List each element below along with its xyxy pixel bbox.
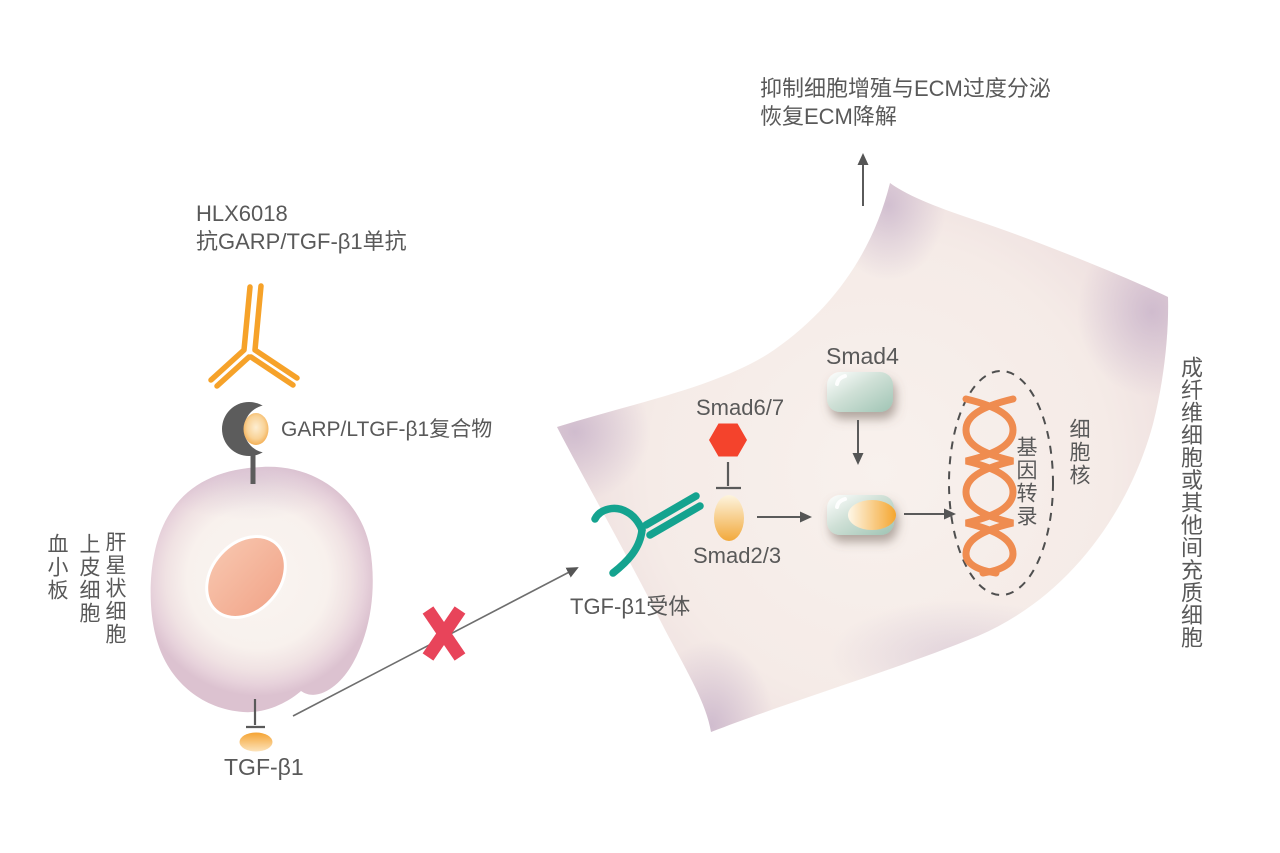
drug-name-label: HLX6018 bbox=[196, 201, 288, 226]
drug-description-label: 抗GARP/TGF-β1单抗 bbox=[196, 229, 407, 254]
tgfb1-ligand-label: TGF-β1 bbox=[224, 754, 304, 780]
tgfb1-ligand-icon bbox=[239, 732, 273, 752]
outcome-label-line1: 抑制细胞增殖与ECM过度分泌 bbox=[760, 76, 1051, 101]
outcome-label-line2: 恢复ECM降解 bbox=[760, 104, 897, 129]
nucleus-label: 细胞核 bbox=[1067, 418, 1090, 487]
source-cell-nucleus bbox=[205, 535, 287, 619]
garp-complex-icon bbox=[222, 402, 292, 484]
tgfb1-receptor-label: TGF-β1受体 bbox=[570, 594, 691, 619]
source-cell-label-platelet: 血小板 bbox=[45, 533, 68, 602]
target-cell-label: 成纤维细胞或其他间充质细胞 bbox=[1178, 356, 1203, 649]
pathway-arrows bbox=[757, 153, 956, 523]
source-cell-label-stellate: 肝星状细胞 bbox=[103, 531, 126, 646]
smad-complex-icon bbox=[827, 495, 896, 535]
smad23-label: Smad2/3 bbox=[693, 543, 782, 568]
smad67-icon bbox=[709, 423, 747, 457]
inhibition-tgfb1 bbox=[246, 699, 265, 729]
nucleus-outline bbox=[948, 370, 1054, 596]
source-cell-label-epithelial: 上皮细胞 bbox=[77, 533, 100, 625]
smad4-label: Smad4 bbox=[826, 343, 899, 369]
dna-helix-icon bbox=[962, 395, 1017, 577]
antibody-icon bbox=[208, 283, 300, 389]
gene-transcription-label: 基因转录 bbox=[1014, 436, 1037, 528]
target-cell-body bbox=[557, 183, 1169, 732]
smad67-label: Smad6/7 bbox=[696, 395, 785, 420]
smad4-icon bbox=[827, 372, 893, 412]
tgfb1-receptor-icon bbox=[591, 492, 704, 577]
block-x-icon bbox=[422, 606, 466, 661]
inhibition-smad23 bbox=[716, 462, 741, 490]
garp-complex-label: GARP/LTGF-β1复合物 bbox=[281, 418, 493, 441]
source-cell-body bbox=[150, 466, 373, 713]
smad23-icon bbox=[714, 495, 744, 541]
